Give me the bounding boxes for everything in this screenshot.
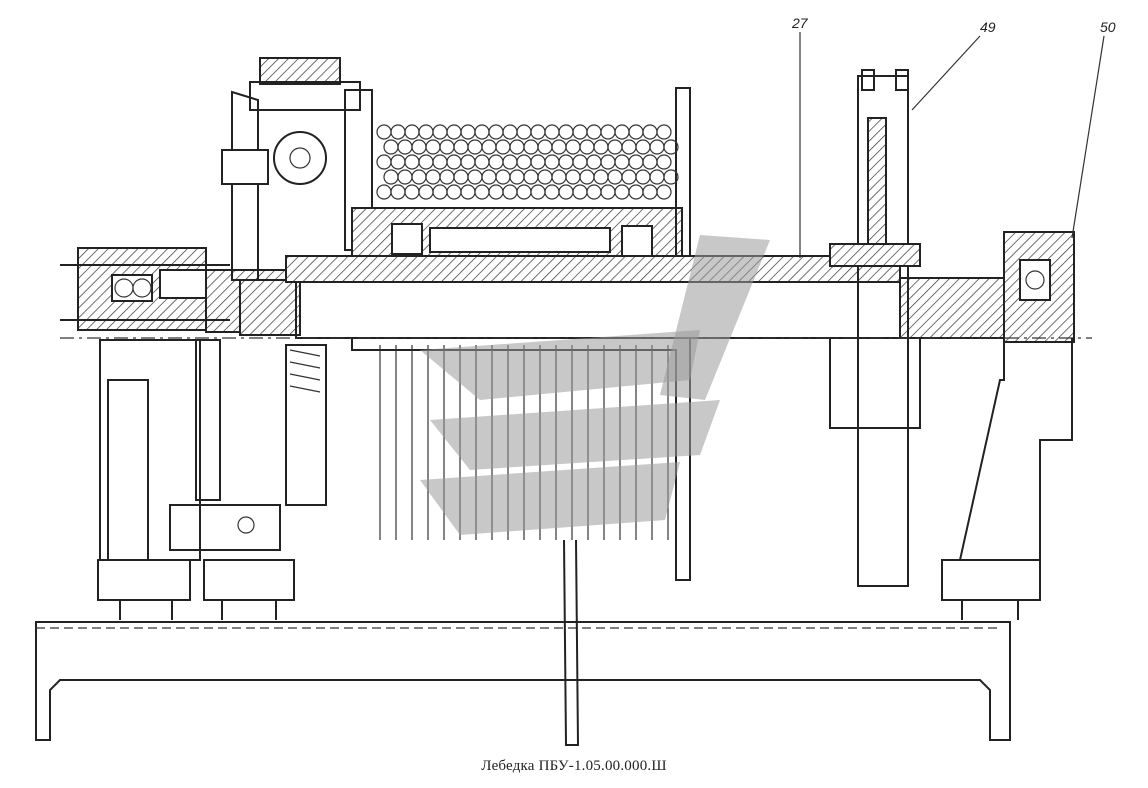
drawing-caption: Лебедка ПБУ-1.05.00.000.Ш [481,758,667,774]
callout-leaders [799,32,1105,258]
left-stand [97,339,295,620]
base-frame [35,621,1011,741]
callout-27: 27 [791,15,809,31]
right-bearing-housing [941,231,1075,620]
gear-wheel [829,69,921,587]
callout-50: 50 [1100,19,1116,35]
shaft [285,255,1011,339]
rope-coils [376,124,679,200]
drum [351,87,691,581]
brake-mechanism [169,57,373,551]
watermark-logo [420,235,770,535]
callout-49: 49 [980,19,996,35]
rope-section [379,345,669,746]
